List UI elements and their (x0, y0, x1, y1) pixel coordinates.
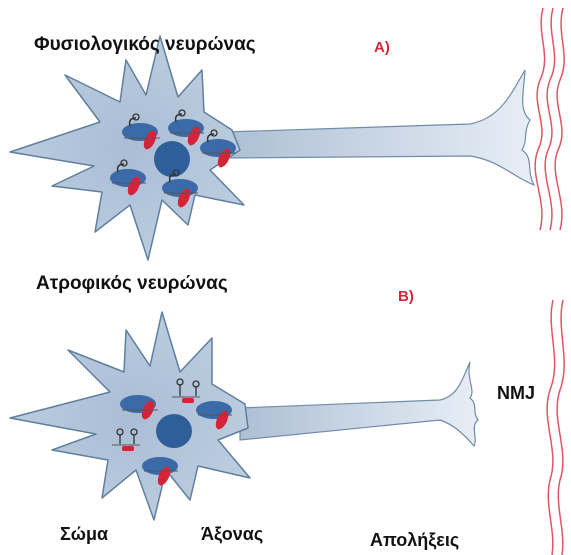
panel-b-label: B) (398, 288, 414, 305)
axon-label: Άξονας (201, 524, 263, 545)
soma-label: Σώμα (60, 524, 108, 545)
panel-a-label: A) (374, 39, 390, 56)
atrophic-muscle-fibers (547, 300, 564, 555)
terminals-label: Απολήξεις (370, 530, 459, 551)
atrophic-neuron-title: Ατροφικός νευρώνας (36, 273, 228, 295)
atrophic-red-fragment (182, 398, 194, 403)
normal-axon (225, 70, 534, 185)
normal-neuron (10, 36, 534, 260)
atrophic-neuron (10, 312, 478, 520)
nmj-label: NMJ (497, 383, 535, 404)
atrophic-axon (240, 362, 478, 446)
atrophic-red-fragment (122, 446, 134, 451)
atrophic-nucleus (156, 414, 192, 448)
normal-muscle-fibers (535, 8, 564, 230)
normal-neuron-title: Φυσιολογικός νευρώνας (34, 34, 256, 56)
normal-nucleus (154, 141, 190, 177)
